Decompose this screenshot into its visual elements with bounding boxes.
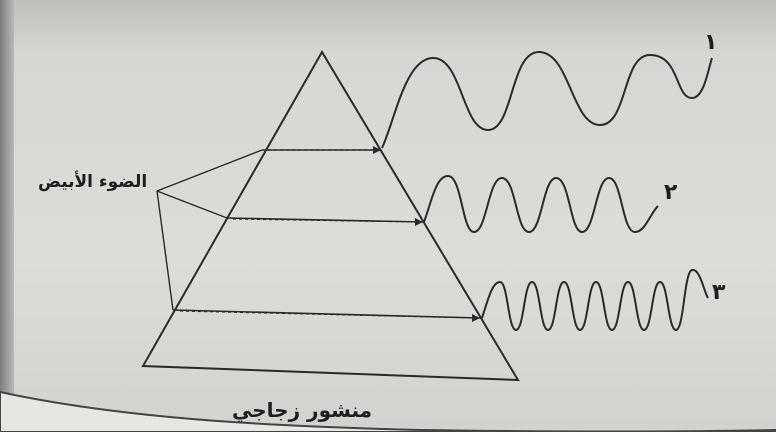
white-light-ray-bottom	[156, 190, 174, 311]
prism-triangle	[141, 50, 520, 382]
arrow-head-1	[373, 146, 381, 154]
arrow-head-2	[415, 218, 423, 226]
white-light-ray-top	[156, 149, 263, 192]
page-bottom-curve	[0, 390, 776, 432]
dashed-ray-3	[179, 310, 479, 319]
arrow-head-3	[472, 314, 480, 322]
prism-layer-3	[172, 309, 482, 319]
prism-label: منشور زجاجي	[232, 398, 372, 422]
dashed-ray-2	[232, 218, 422, 223]
wave-3-label: ٣	[712, 280, 726, 305]
page-shadow-edge	[0, 0, 14, 432]
wave-2-label: ٢	[664, 180, 678, 205]
wave-1	[381, 50, 713, 149]
white-light-label: الضوء الأبيض	[38, 172, 148, 192]
wave-3	[481, 269, 709, 332]
wave-2	[423, 174, 659, 234]
white-light-ray-middle	[156, 190, 228, 219]
wave-1-label: ١	[704, 30, 718, 55]
